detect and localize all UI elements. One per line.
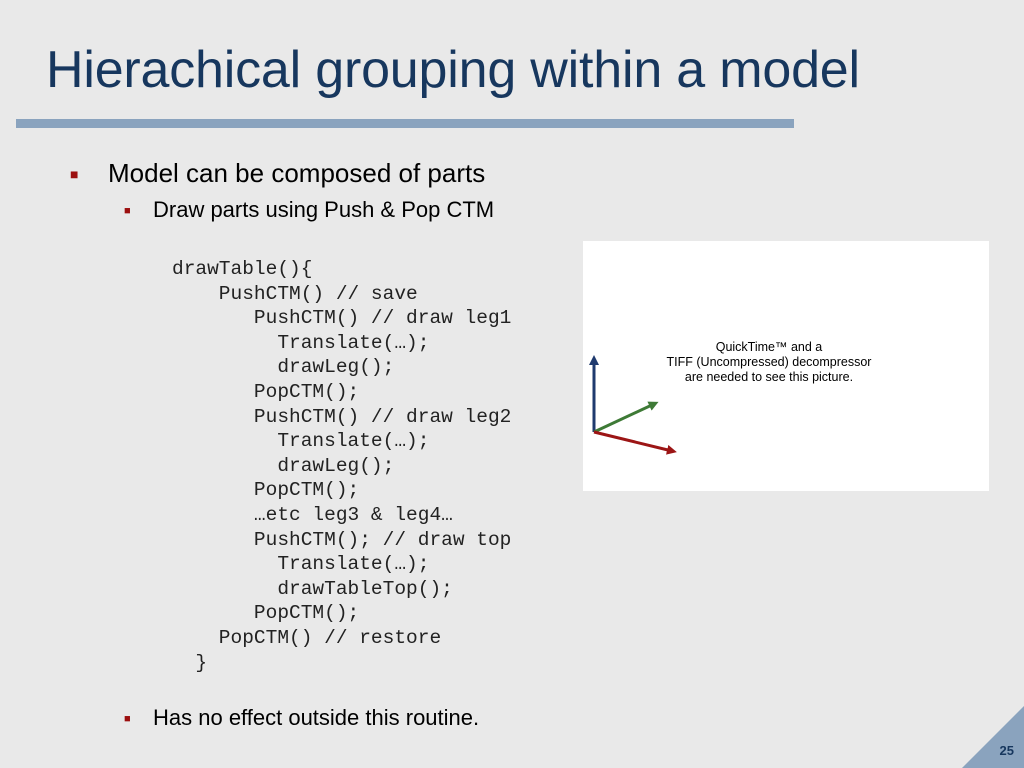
corner-triangle-decoration <box>962 706 1024 768</box>
quicktime-message: QuickTime™ and a TIFF (Uncompressed) dec… <box>623 340 915 385</box>
square-bullet-icon: ■ <box>70 166 79 182</box>
quicktime-message-line: TIFF (Uncompressed) decompressor <box>666 355 872 369</box>
code-line: PushCTM() // save <box>172 282 418 305</box>
quicktime-message-line: QuickTime™ and a <box>715 340 823 354</box>
code-line: Translate(…); <box>172 430 430 453</box>
sub-bullet-text: Has no effect outside this routine. <box>153 705 480 730</box>
code-line: Translate(…); <box>172 553 430 576</box>
code-line: PopCTM(); <box>172 602 360 625</box>
x-axis-arrow <box>593 430 677 455</box>
code-line: PushCTM() // draw leg2 <box>172 405 512 428</box>
quicktime-message-line: are needed to see this picture. <box>684 370 854 384</box>
code-line: Translate(…); <box>172 331 430 354</box>
code-line: PushCTM(); // draw top <box>172 528 512 551</box>
code-line: PopCTM(); <box>172 479 360 502</box>
coordinate-axes-icon <box>589 355 677 455</box>
square-bullet-icon: ■ <box>124 713 131 725</box>
code-line: …etc leg3 & leg4… <box>172 503 453 526</box>
square-bullet-icon: ■ <box>124 205 131 217</box>
code-block: drawTable(){ PushCTM() // save PushCTM()… <box>172 257 511 675</box>
z-axis-arrow <box>593 401 659 434</box>
code-line: PopCTM() // restore <box>172 626 442 649</box>
code-line: drawLeg(); <box>172 454 395 477</box>
page-number: 25 <box>999 743 1014 758</box>
code-line: drawLeg(); <box>172 356 395 379</box>
code-line: } <box>172 651 208 674</box>
sub-bullet-text: Draw parts using Push & Pop CTM <box>153 197 495 222</box>
slide-title: Hierachical grouping within a model <box>46 41 860 99</box>
bullet-text: Model can be composed of parts <box>108 158 486 188</box>
quicktime-placeholder-image: QuickTime™ and a TIFF (Uncompressed) dec… <box>583 241 989 491</box>
code-line: drawTable(){ <box>172 258 313 280</box>
code-line: PopCTM(); <box>172 380 360 403</box>
title-divider <box>16 119 794 128</box>
code-line: PushCTM() // draw leg1 <box>172 307 512 330</box>
code-line: drawTableTop(); <box>172 577 453 600</box>
